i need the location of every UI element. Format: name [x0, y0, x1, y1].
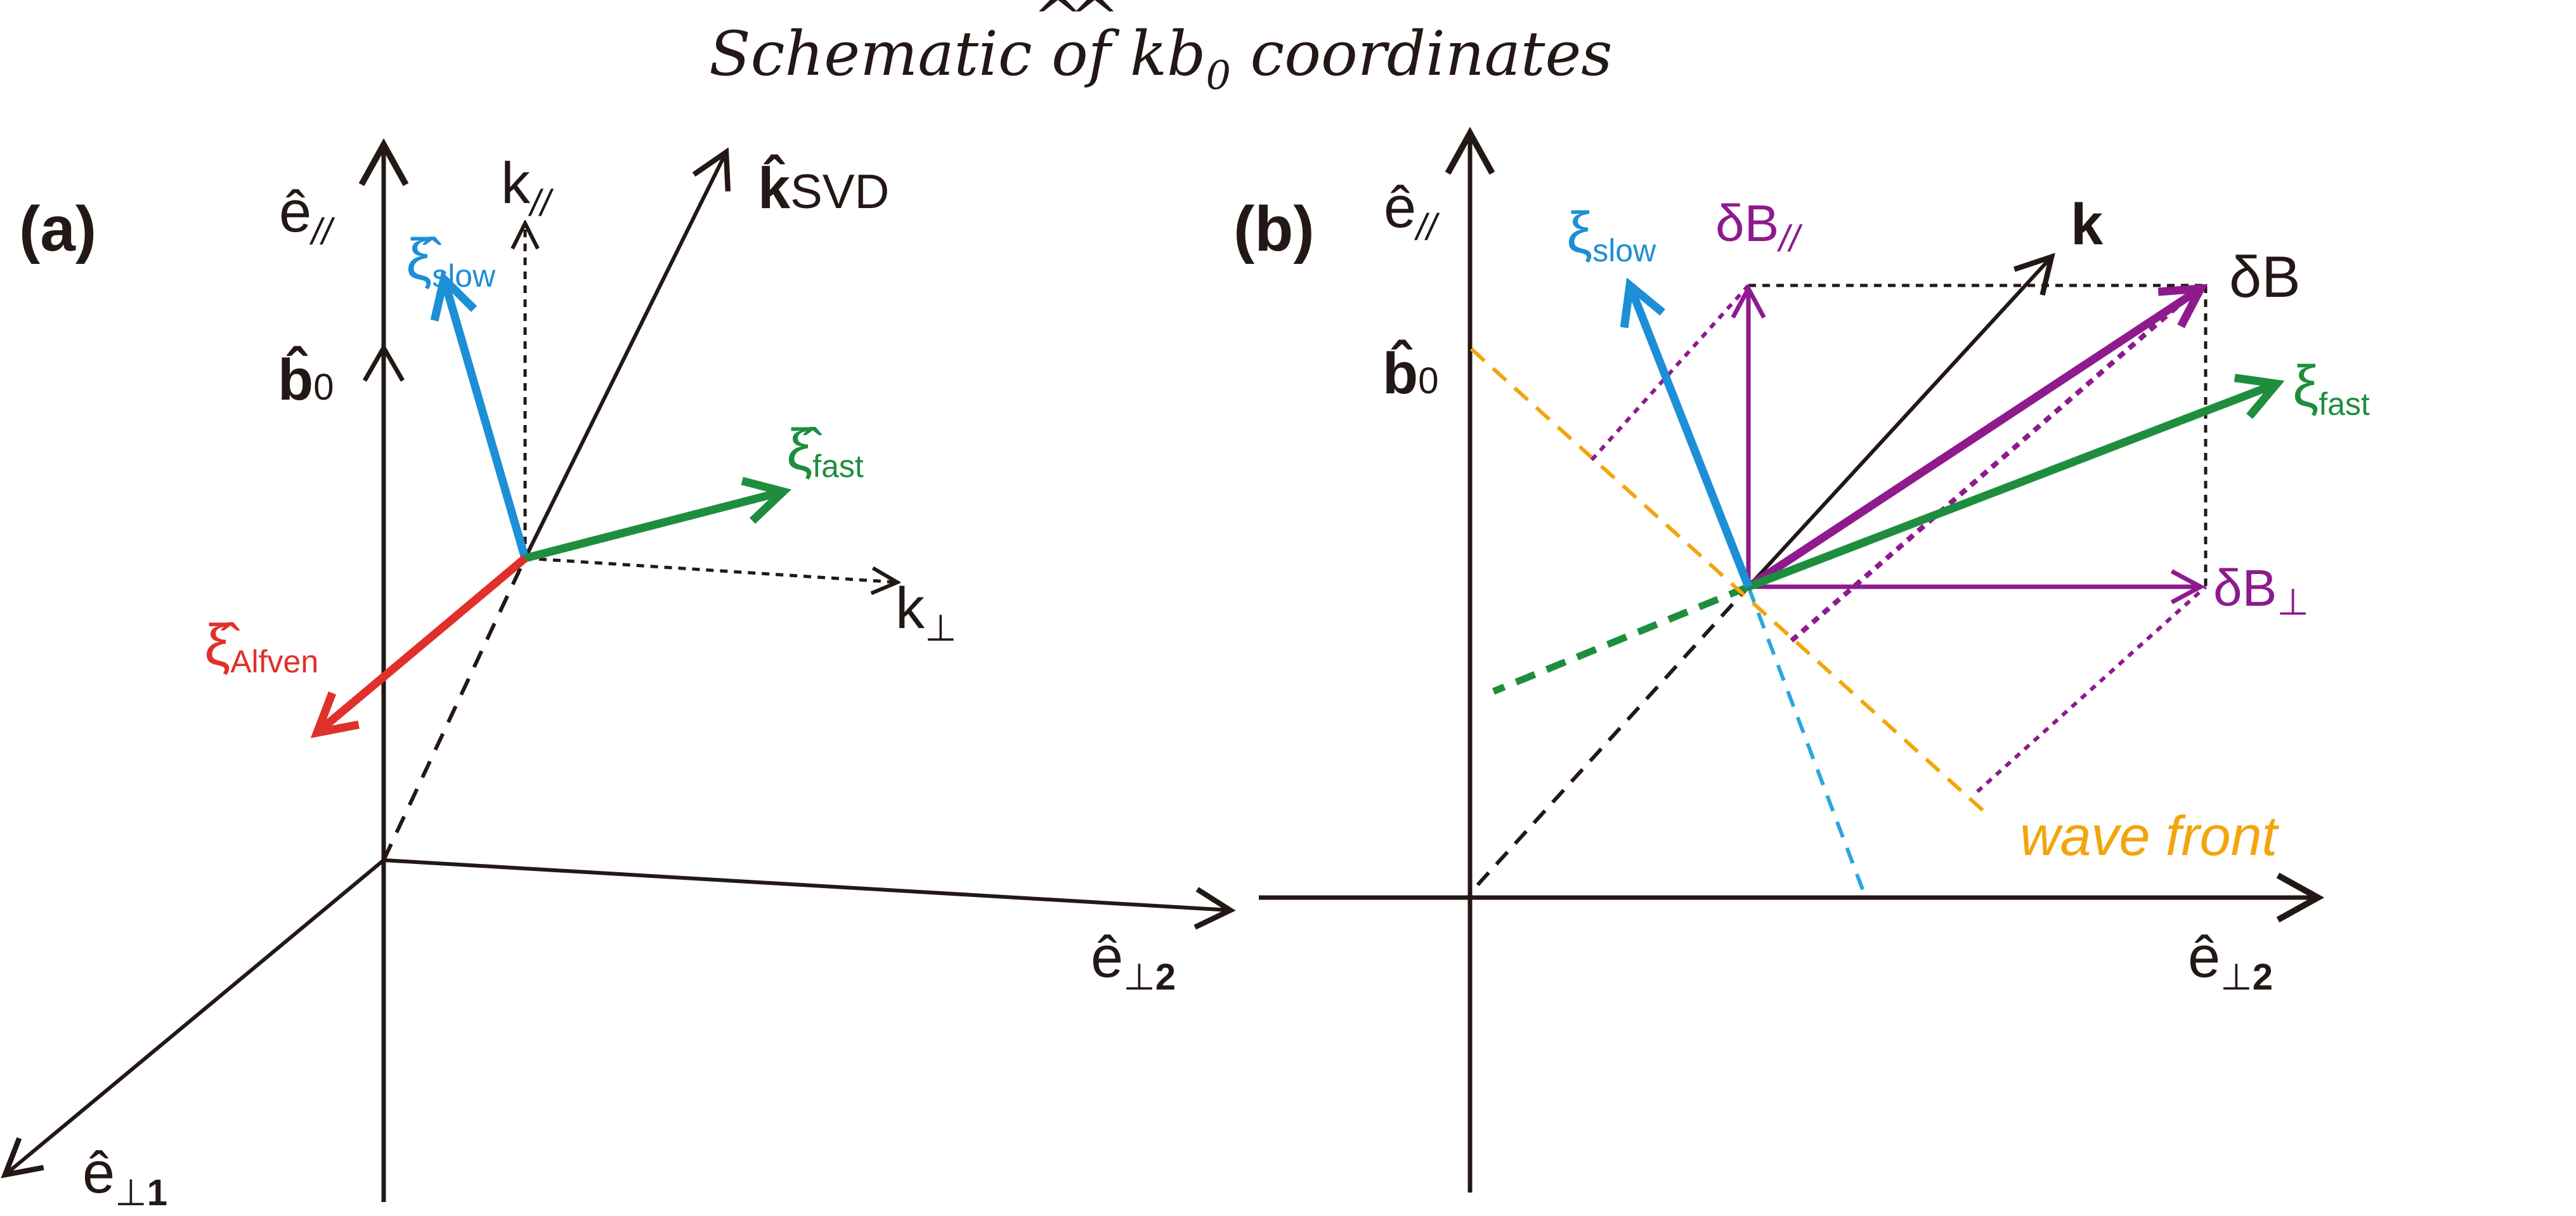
slow-dashed-extension-b [1747, 585, 1866, 896]
wave-front-line-b [1469, 347, 1990, 817]
label-e-perp2-a: ê⊥2 [1091, 925, 1176, 998]
label-b0-a: b̂0 [278, 345, 334, 412]
k-perp-dotted-a [524, 556, 897, 582]
xi-fast-arrow-b [1747, 384, 2277, 591]
k-svd-arrow-a [523, 147, 731, 559]
axis-e-perp1-a [1, 858, 385, 1179]
k-arrow-b [1747, 252, 2055, 589]
label-e-perp1-a: ê⊥1 [82, 1141, 167, 1213]
label-xi-slow-a: ξ̂slow [406, 227, 496, 294]
label-e-par-b: ê// [1384, 175, 1440, 248]
figure-title: Schematic of kb0 coordinates ^ ^ [709, 0, 1613, 98]
dB-perp-dotted-diag-b [1975, 585, 2208, 794]
dB-arrow-b [1746, 289, 2201, 591]
label-k-par-a: k// [501, 151, 554, 224]
panel-a-label: (a) [19, 193, 96, 265]
axis-e-perp2-a [383, 858, 1236, 930]
label-e-perp2-b: ê⊥2 [2188, 925, 2273, 998]
label-wave-front-b: wave front [2020, 804, 2280, 867]
label-xi-slow-b: ξslow [1566, 200, 1656, 268]
label-xi-alfven-a: ξ̂Alfven [204, 613, 318, 679]
label-k-perp-a: k⊥ [895, 576, 957, 649]
label-k-b: k [2071, 192, 2104, 257]
label-k-svd-a: k̂SVD [758, 154, 889, 221]
title-hat-k: ^ [1032, 0, 1083, 54]
xi-slow-arrow-b [1630, 285, 1753, 589]
label-b0-b: b̂0 [1382, 339, 1438, 406]
panel-b-label: (b) [1233, 193, 1315, 265]
label-e-par-a: ê// [279, 180, 335, 252]
svg-text:Schematic of kb0 coordinates: Schematic of kb0 coordinates [709, 18, 1613, 98]
xi-slow-arrow-a [444, 279, 530, 559]
label-dB-par-b: δB// [1715, 195, 1803, 259]
fast-dashed-extension-b [1492, 583, 1750, 695]
origin-to-point-dashed-a [382, 557, 527, 861]
axis-b0-arrowhead-a [362, 343, 405, 382]
title-hat-b: ^ [1069, 0, 1120, 54]
origin-to-point-dashed-b [1476, 585, 1750, 887]
label-xi-fast-a: ξ̂fast [786, 417, 864, 484]
panel-a: (a) ê// b̂0 k// k̂SVD ξ̂slow ξ̂fast ξ̂Al… [1, 138, 1236, 1213]
label-dB-b: δB [2229, 245, 2301, 310]
label-dB-perp-b: δB⊥ [2213, 559, 2309, 623]
xi-alfven-arrow-a [317, 555, 528, 733]
label-xi-fast-b: ξfast [2293, 354, 2370, 422]
dB-dotted-diag-b [1790, 289, 2196, 643]
dB-par-dotted-diag-b [1590, 284, 1750, 462]
xi-fast-arrow-a [524, 492, 783, 563]
panel-b: (b) ê// b̂0 ξslow δB// k δB ξfast δB⊥ wa… [1233, 126, 2370, 1193]
